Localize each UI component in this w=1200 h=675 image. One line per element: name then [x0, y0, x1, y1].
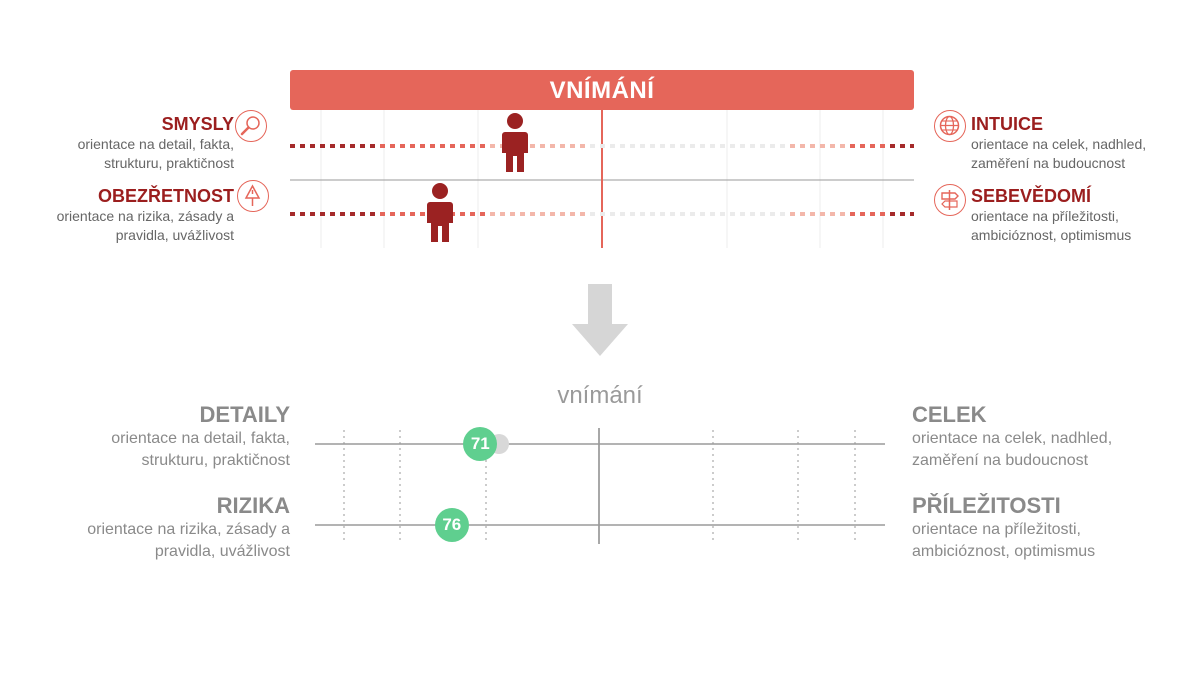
top-scale-row-2	[290, 212, 914, 216]
top-right-item-2: SEBEVĚDOMÍ orientace na příležitosti, am…	[971, 186, 1181, 245]
top-left-item-2: OBEZŘETNOST orientace na rizika, zásady …	[0, 186, 234, 245]
down-arrow-icon	[572, 284, 628, 356]
bottom-left-title-2: RIZIKA	[216, 493, 290, 518]
bottom-right-item-2: PŘÍLEŽITOSTI orientace na příležitosti, …	[912, 493, 1172, 563]
magnifier-icon	[235, 110, 267, 142]
warning-sign-icon	[237, 180, 269, 212]
bottom-scale	[315, 428, 885, 544]
perception-banner: VNÍMÁNÍ	[290, 70, 914, 110]
top-right-desc-2b: ambicióznost, optimismus	[971, 227, 1132, 243]
bottom-left-desc-2b: pravidla, uvážlivost	[154, 543, 290, 560]
top-grid	[290, 110, 914, 248]
bottom-section-label: vnímání	[557, 382, 643, 409]
top-right-desc-1a: orientace na celek, nadhled,	[971, 136, 1147, 152]
bottom-left-item-1: DETAILY orientace na detail, fakta, stru…	[40, 402, 290, 472]
top-left-title-2: OBEZŘETNOST	[97, 186, 234, 206]
person-marker-row-2	[426, 183, 453, 242]
bottom-left-desc-1b: strukturu, praktičnost	[141, 452, 291, 469]
top-right-title-2: SEBEVĚDOMÍ	[971, 186, 1092, 206]
top-right-desc-2a: orientace na příležitosti,	[971, 208, 1119, 224]
bottom-left-desc-1a: orientace na detail, fakta,	[111, 430, 290, 447]
bottom-right-title-2: PŘÍLEŽITOSTI	[912, 493, 1061, 518]
score-bubble-2: 76	[434, 508, 469, 542]
score-bubble-1: 71	[463, 427, 498, 461]
bottom-right-title-1: CELEK	[912, 402, 987, 427]
globe-icon	[934, 110, 966, 142]
bottom-left-item-2: RIZIKA orientace na rizika, zásady a pra…	[40, 493, 290, 563]
top-right-title-1: INTUICE	[971, 114, 1043, 134]
top-left-desc-2b: pravidla, uvážlivost	[115, 227, 234, 243]
bottom-left-desc-2a: orientace na rizika, zásady a	[87, 521, 290, 538]
signpost-icon	[934, 184, 966, 216]
top-left-title-1: SMYSLY	[161, 114, 234, 134]
top-right-item-1: INTUICE orientace na celek, nadhled, zam…	[971, 114, 1181, 173]
bottom-right-desc-2a: orientace na příležitosti,	[912, 521, 1081, 538]
bottom-right-item-1: CELEK orientace na celek, nadhled, zaměř…	[912, 402, 1172, 472]
bottom-left-title-1: DETAILY	[199, 402, 290, 427]
top-left-desc-2a: orientace na rizika, zásady a	[56, 208, 234, 224]
bottom-right-desc-1a: orientace na celek, nadhled,	[912, 430, 1113, 447]
top-section: VNÍMÁNÍ SMYSLY orientace na detail, fakt…	[0, 0, 1200, 260]
person-marker-row-1	[501, 113, 528, 172]
top-left-desc-1b: strukturu, praktičnost	[104, 155, 234, 171]
top-right-desc-1b: zaměření na budoucnost	[971, 155, 1126, 171]
top-scale-row-1	[290, 144, 914, 148]
bottom-right-desc-1b: zaměření na budoucnost	[912, 452, 1089, 469]
top-left-item-1: SMYSLY orientace na detail, fakta, struk…	[4, 114, 234, 173]
top-left-desc-1a: orientace na detail, fakta,	[77, 136, 234, 152]
bottom-right-desc-2b: ambicióznost, optimismus	[912, 543, 1096, 560]
